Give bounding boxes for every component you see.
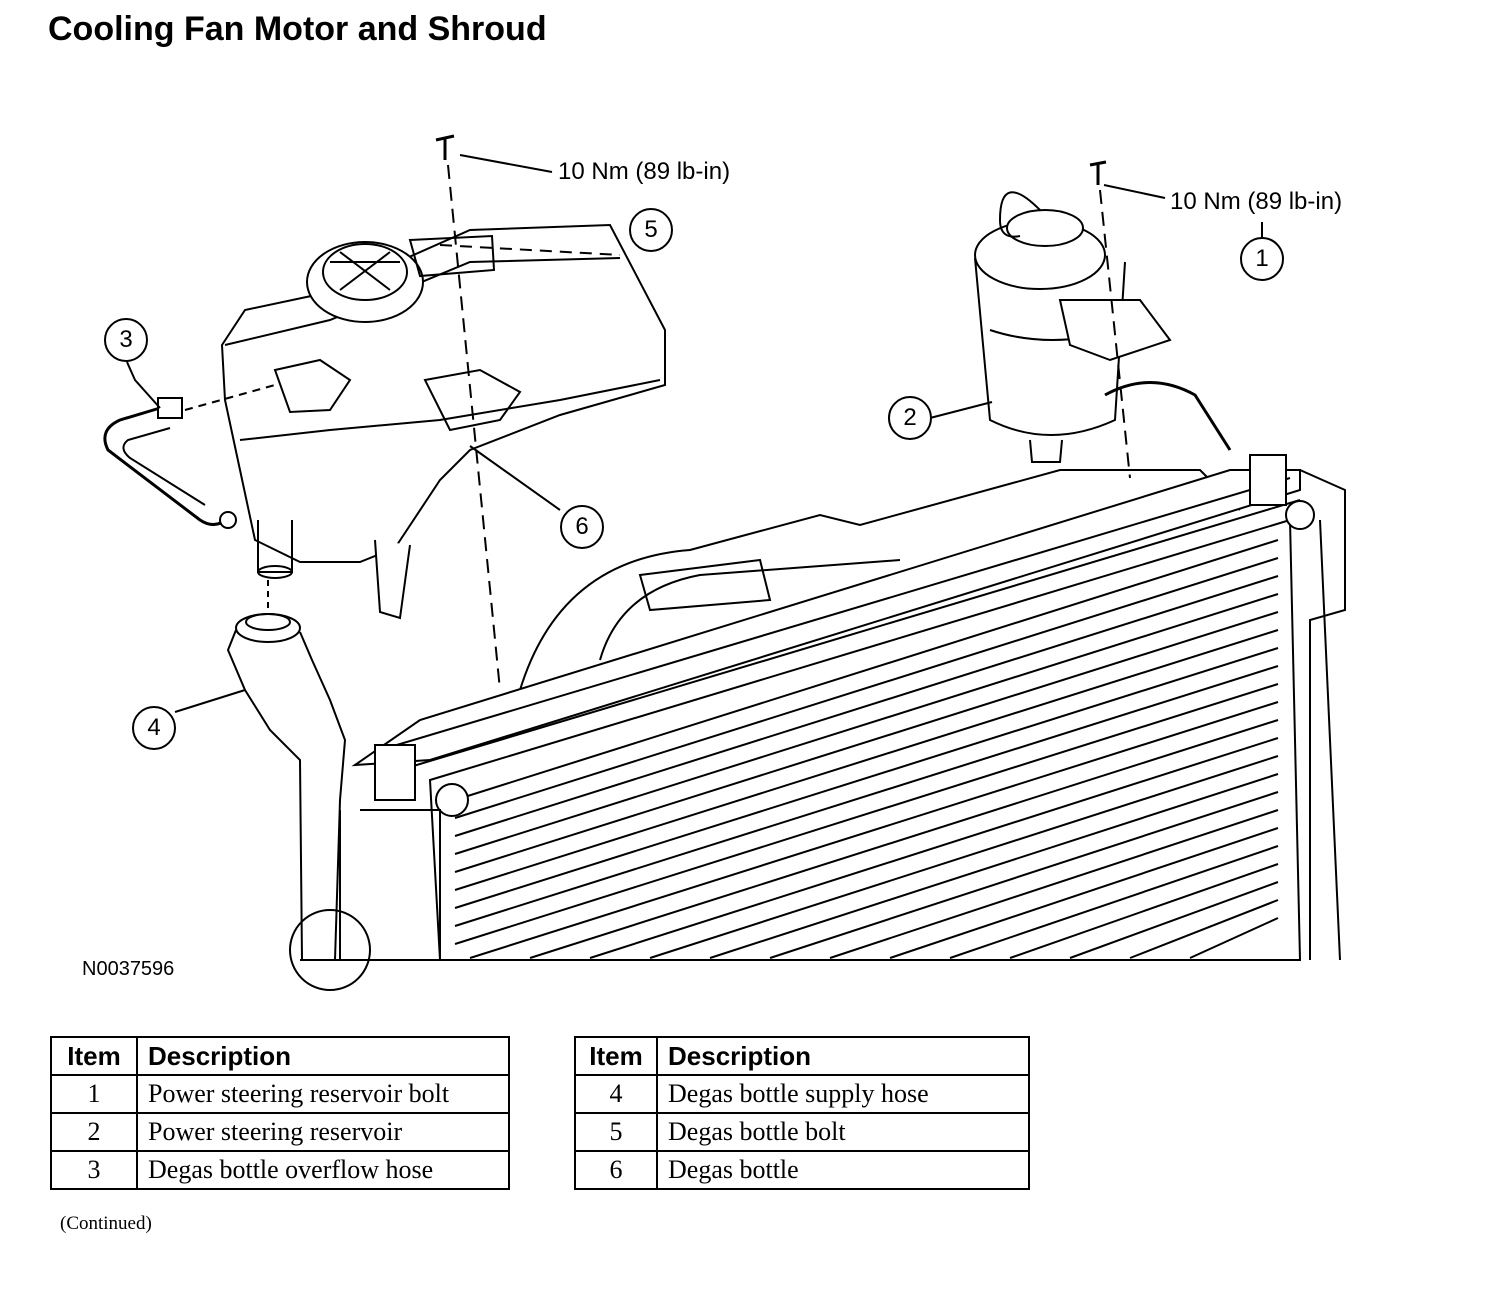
callout-4: 4 — [132, 706, 176, 750]
table-header-row: Item Description — [50, 1036, 510, 1076]
item-description: Degas bottle bolt — [656, 1112, 1030, 1152]
table-row: 4 Degas bottle supply hose — [574, 1074, 1030, 1114]
table-header-row: Item Description — [574, 1036, 1030, 1076]
figure-id: N0037596 — [82, 958, 175, 980]
cooling-system-illustration — [103, 134, 1346, 991]
header-description: Description — [656, 1036, 1030, 1076]
header-description: Description — [136, 1036, 510, 1076]
supply-hose-drawing — [226, 580, 347, 961]
item-description: Degas bottle overflow hose — [136, 1150, 510, 1190]
callout-3: 3 — [104, 318, 148, 362]
item-number: 5 — [574, 1112, 658, 1152]
table-row: 1 Power steering reservoir bolt — [50, 1074, 510, 1114]
callout-5: 5 — [629, 208, 673, 252]
overflow-hose-drawing — [103, 384, 276, 529]
item-description: Degas bottle supply hose — [656, 1074, 1030, 1114]
table-row: 2 Power steering reservoir — [50, 1112, 510, 1152]
table-row: 6 Degas bottle — [574, 1150, 1030, 1190]
bolts-and-centerlines — [435, 134, 1131, 691]
table-row: 3 Degas bottle overflow hose — [50, 1150, 510, 1190]
callout-1: 1 — [1240, 237, 1284, 281]
fan-shroud-drawing — [519, 469, 1241, 691]
item-description: Power steering reservoir — [136, 1112, 510, 1152]
continued-note: (Continued) — [60, 1213, 152, 1234]
radiator-drawing — [289, 454, 1346, 991]
table-row: 5 Degas bottle bolt — [574, 1112, 1030, 1152]
item-number: 3 — [50, 1150, 138, 1190]
legend-table-left: Item Description 1 Power steering reserv… — [50, 1036, 510, 1190]
legend-table-right: Item Description 4 Degas bottle supply h… — [574, 1036, 1030, 1190]
degas-bottle-drawing — [220, 223, 666, 620]
header-item: Item — [574, 1036, 658, 1076]
item-number: 2 — [50, 1112, 138, 1152]
item-number: 1 — [50, 1074, 138, 1114]
item-description: Power steering reservoir bolt — [136, 1074, 510, 1114]
callout-6: 6 — [560, 505, 604, 549]
callout-2: 2 — [888, 396, 932, 440]
power-steering-reservoir-drawing — [974, 191, 1232, 463]
item-number: 6 — [574, 1150, 658, 1190]
item-number: 4 — [574, 1074, 658, 1114]
callout-leaders — [126, 154, 1263, 713]
header-item: Item — [50, 1036, 138, 1076]
torque-spec-left: 10 Nm (89 lb-in) — [558, 158, 731, 185]
torque-spec-right: 10 Nm (89 lb-in) — [1170, 188, 1343, 215]
item-description: Degas bottle — [656, 1150, 1030, 1190]
page-title: Cooling Fan Motor and Shroud — [48, 10, 547, 48]
